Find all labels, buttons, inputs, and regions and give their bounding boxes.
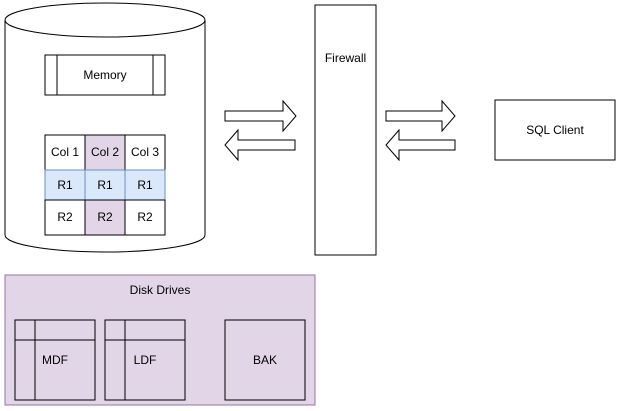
table-cell [44, 199, 86, 236]
table-cell-label: R1 [137, 178, 153, 192]
arrow-left-icon [224, 128, 296, 162]
bak-file: BAK [224, 319, 306, 401]
disk-drives-group: Disk Drives MDF LDF BAK [4, 274, 316, 406]
ldf-file: LDF [104, 319, 186, 401]
table-cell-label: R2 [137, 210, 153, 224]
mdf-label: MDF [42, 353, 68, 367]
table-header-cell [84, 134, 126, 171]
mdf-file: MDF [14, 319, 96, 401]
cylinder-top [4, 2, 206, 38]
table-cell [124, 199, 166, 236]
table-cell-label: R1 [57, 178, 73, 192]
arrow-right-icon [224, 99, 297, 133]
table-cell-label: R1 [97, 178, 113, 192]
bak-label: BAK [253, 353, 277, 367]
table-header-label: Col 2 [91, 145, 119, 159]
sql-client-label: SQL Client [526, 123, 584, 137]
memory-block: Memory [44, 54, 166, 96]
table-cell-label: R2 [57, 210, 73, 224]
table-header-row: Col 1 Col 2 Col 3 [44, 134, 166, 171]
arrow-left-icon [385, 128, 456, 162]
disk-drives-title: Disk Drives [130, 283, 191, 297]
sql-client-box: SQL Client [494, 99, 616, 161]
table-header-label: Col 1 [51, 145, 79, 159]
arrow-right-icon [385, 99, 456, 133]
table-cell [44, 169, 86, 201]
table-row: R1 R1 R1 [44, 169, 166, 201]
firewall-box: Firewall [314, 4, 377, 256]
memory-label: Memory [83, 68, 126, 82]
data-table: Col 1 Col 2 Col 3 R1 R1 R1 R2 R2 R2 [44, 134, 166, 236]
table-header-label: Col 3 [131, 145, 159, 159]
table-header-cell [44, 134, 86, 171]
table-row: R2 R2 R2 [44, 199, 166, 236]
firewall-label: Firewall [325, 51, 366, 65]
ldf-label: LDF [134, 353, 157, 367]
table-cell-label: R2 [97, 210, 113, 224]
